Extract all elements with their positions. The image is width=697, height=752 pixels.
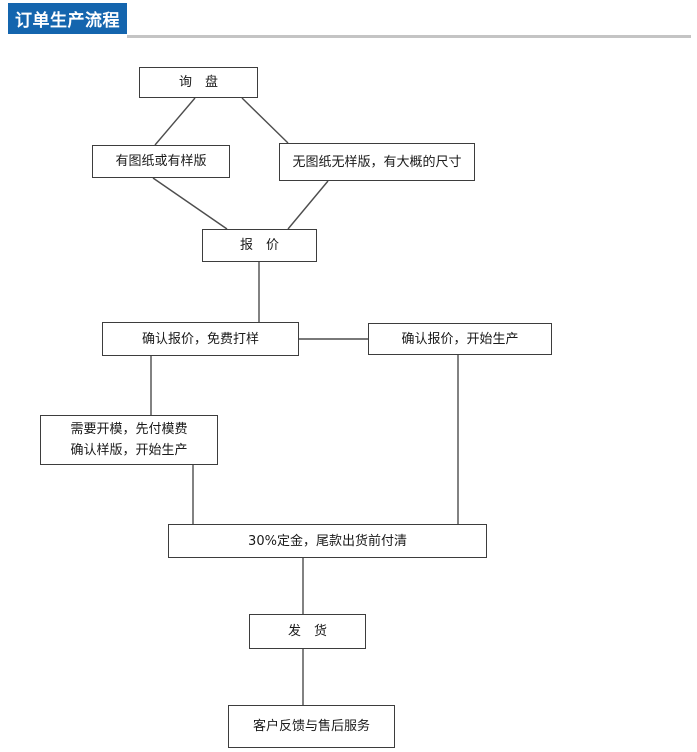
node-inquiry: 询 盘 bbox=[139, 67, 258, 98]
node-mold-fee-confirm-sample: 需要开模，先付模费 确认样版，开始生产 bbox=[40, 415, 218, 465]
header-divider bbox=[127, 35, 691, 38]
edge-inquiry-no-drawing bbox=[241, 97, 289, 144]
edge-has-drawing-quote bbox=[152, 177, 228, 230]
section-title-tab: 订单生产流程 bbox=[8, 3, 127, 34]
node-customer-feedback-after-sales: 客户反馈与售后服务 bbox=[228, 705, 395, 748]
node-deposit-balance-before-shipping: 30%定金，尾款出货前付清 bbox=[168, 524, 487, 558]
node-confirm-quote-free-sample: 确认报价，免费打样 bbox=[102, 322, 299, 356]
edge-inquiry-has-drawing bbox=[154, 97, 196, 146]
edge-no-drawing-quote bbox=[287, 180, 329, 230]
node-confirm-quote-start-production: 确认报价，开始生产 bbox=[368, 323, 552, 355]
node-quotation: 报 价 bbox=[202, 229, 317, 262]
node-has-drawing-or-sample: 有图纸或有样版 bbox=[92, 145, 230, 178]
node-no-drawing-approximate-size: 无图纸无样版，有大概的尺寸 bbox=[279, 143, 475, 181]
node-ship-goods: 发 货 bbox=[249, 614, 366, 649]
